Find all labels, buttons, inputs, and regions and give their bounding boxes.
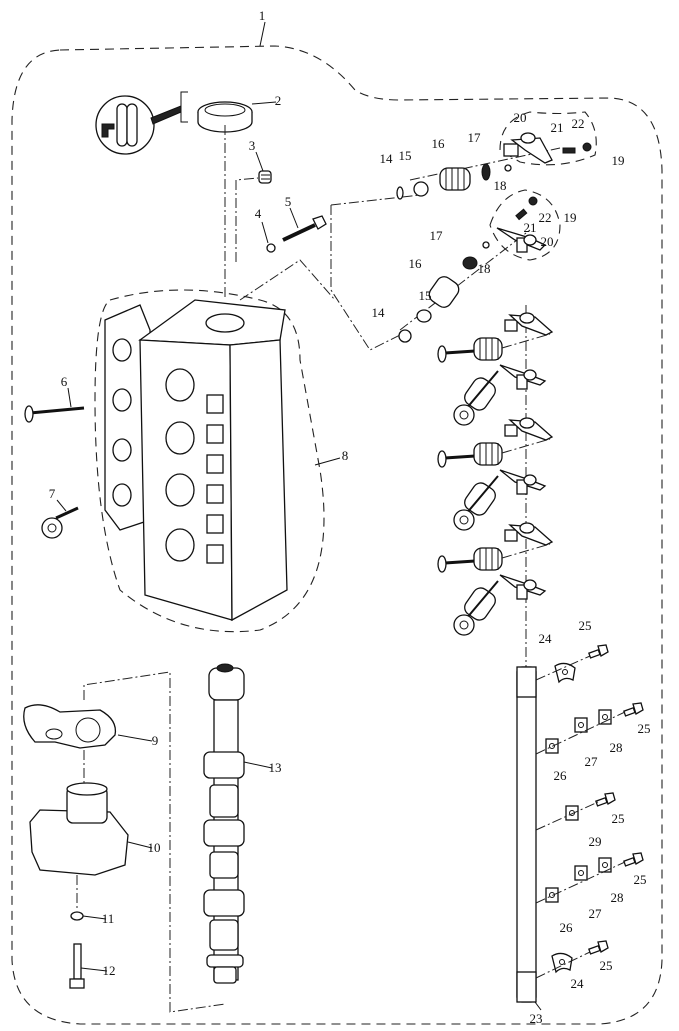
callout-27: 27	[589, 906, 603, 921]
callout-25: 25	[612, 811, 625, 826]
callout-26: 26	[554, 768, 568, 783]
assembly-boundary	[11, 45, 663, 1025]
callout-18: 18	[494, 178, 507, 193]
callout-21: 21	[524, 220, 537, 235]
part-bolt-25c	[595, 792, 616, 807]
leader-1	[259, 21, 266, 47]
part-gasket	[23, 704, 117, 749]
callout-15: 15	[419, 288, 432, 303]
callout-27: 27	[585, 754, 599, 769]
callout-23: 23	[530, 1011, 543, 1026]
part-valve-seal-14a	[396, 186, 404, 200]
part-intake-valve	[24, 405, 85, 423]
assembly-19a	[499, 111, 597, 166]
part-spacer-plate-26b	[545, 887, 559, 903]
valve-rocker-stack	[437, 312, 554, 636]
callout-6: 6	[61, 374, 68, 389]
part-bolt-12	[69, 943, 85, 989]
part-bolt-5	[282, 215, 327, 242]
part-washer-plate-28b	[598, 857, 612, 873]
callout-12: 12	[103, 963, 116, 978]
callout-11: 11	[102, 911, 115, 926]
callout-8: 8	[342, 448, 349, 463]
part-nut-22b	[528, 196, 538, 206]
callout-22: 22	[572, 116, 585, 131]
callout-10: 10	[148, 840, 161, 855]
part-retainer-17b	[462, 256, 478, 270]
callout-1: 1	[259, 8, 266, 23]
part-exhaust-valve	[41, 506, 79, 539]
callout-25: 25	[600, 958, 613, 973]
callout-19: 19	[564, 210, 577, 225]
callout-7: 7	[49, 486, 56, 501]
callout-25: 25	[634, 872, 647, 887]
callout-28: 28	[610, 740, 623, 755]
assembly-19b	[489, 189, 561, 261]
part-spacer-plate-26a	[545, 738, 559, 754]
callout-17: 17	[430, 228, 444, 243]
part-bolt-25e	[588, 940, 609, 955]
part-retainer-17a	[481, 163, 491, 181]
valve-rocker-set	[437, 417, 554, 531]
part-valve-spring-16a	[439, 167, 471, 191]
callout-25: 25	[638, 721, 651, 736]
callout-28: 28	[611, 890, 624, 905]
callout-24: 24	[539, 631, 553, 646]
callout-2: 2	[275, 93, 282, 108]
part-bolt-25d	[623, 852, 644, 867]
valve-rocker-set	[437, 312, 554, 426]
part-adjust-screw-21b	[515, 208, 528, 221]
part-spring-clip-27b	[574, 865, 588, 881]
part-cylinder-head	[94, 289, 325, 633]
callout-20: 20	[541, 234, 554, 249]
callout-16: 16	[432, 136, 446, 151]
callout-15: 15	[399, 148, 412, 163]
callout-25: 25	[579, 618, 592, 633]
callout-20: 20	[514, 110, 527, 125]
callout-17: 17	[468, 130, 482, 145]
callout-9: 9	[152, 733, 159, 748]
part-valve-seal-14b	[398, 329, 412, 343]
part-washer-4	[266, 243, 276, 253]
part-cotter-18b	[482, 241, 490, 249]
part-shaft-clip-29	[565, 805, 579, 821]
part-stem-seal-15b	[416, 309, 432, 323]
detail-bubble	[95, 91, 188, 155]
part-bolt-25b	[623, 702, 644, 717]
part-camshaft	[203, 663, 245, 984]
callout-14: 14	[372, 305, 386, 320]
callout-14: 14	[380, 151, 394, 166]
part-spring-clip-27a	[574, 717, 588, 733]
part-stem-seal-15a	[413, 181, 429, 197]
part-rocker-shaft	[516, 666, 537, 1003]
callout-26: 26	[560, 920, 574, 935]
part-washer-11	[70, 911, 84, 921]
part-cotter-18a	[504, 164, 512, 172]
callout-22: 22	[539, 210, 552, 225]
part-rocker-arm-20b	[496, 227, 547, 253]
shaft-clips	[535, 644, 644, 979]
part-pump-housing	[29, 782, 129, 876]
part-valve-spring-16b	[428, 276, 460, 308]
callout-4: 4	[255, 206, 262, 221]
part-oil-seal	[197, 101, 253, 133]
callout-16: 16	[409, 256, 423, 271]
callout-13: 13	[269, 760, 282, 775]
part-bolt-25a	[588, 644, 609, 659]
part-shaft-clip-24a	[554, 662, 576, 684]
valve-rocker-set	[437, 522, 554, 636]
callout-24: 24	[571, 976, 585, 991]
part-plug	[258, 170, 272, 184]
part-rocker-arm-20a	[503, 132, 553, 164]
callout-19: 19	[612, 153, 625, 168]
part-adjust-screw-21a	[562, 147, 576, 154]
callout-5: 5	[285, 194, 292, 209]
callout-3: 3	[249, 138, 256, 153]
part-nut-22a	[582, 142, 592, 152]
callout-18: 18	[478, 261, 491, 276]
callout-21: 21	[551, 120, 564, 135]
callout-29: 29	[589, 834, 602, 849]
